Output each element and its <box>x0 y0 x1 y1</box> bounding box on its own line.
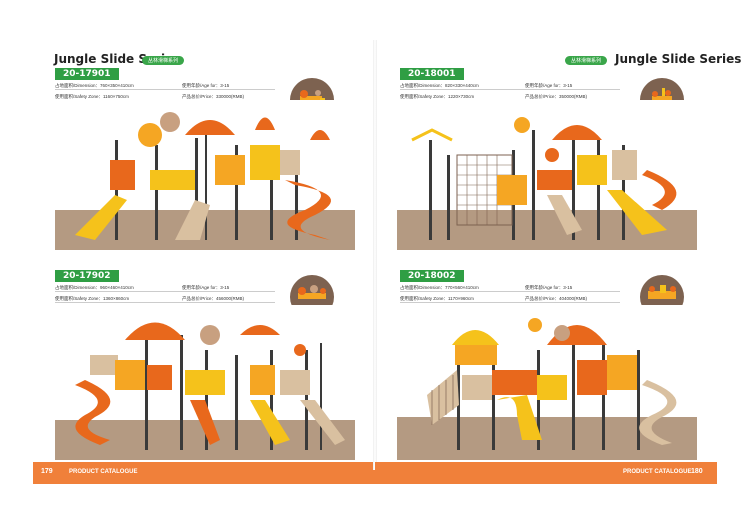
product-code: 20-17902 <box>55 270 119 282</box>
footer-bar: PRODUCT CATALOGUE 180 <box>375 462 717 484</box>
info-row <box>55 82 275 90</box>
product-age: 使用年龄/Age for：3-15 <box>525 285 573 290</box>
product-dimension: 占地面积/Dimension：960×460×410cm <box>55 285 134 290</box>
product-code: 20-17901 <box>55 68 119 80</box>
product-price: 产品总价/Price：404000(RMB) <box>525 296 588 301</box>
product-price: 产品总价/Price：330000(RMB) <box>182 94 245 99</box>
page-gutter <box>373 40 377 470</box>
footer-bar: 179 PRODUCT CATALOGUE <box>33 462 375 484</box>
product-dimension: 占地面积/Dimension：770×560×410cm <box>400 285 479 290</box>
info-row <box>400 284 620 292</box>
page-number: 180 <box>691 468 703 475</box>
product-image <box>55 305 355 460</box>
product-dimension: 占地面积/Dimension：820×330×440cm <box>400 83 479 88</box>
right-page: 丛林滑梯系列 Jungle Slide Series 20-18001 占地面积… <box>375 0 750 530</box>
page-number: 179 <box>41 468 53 475</box>
product-age: 使用年龄/Age for：3-15 <box>525 83 573 88</box>
info-row <box>400 295 620 303</box>
footer-label: PRODUCT CATALOGUE <box>69 469 138 475</box>
product-price: 产品总价/Price：350000(RMB) <box>525 94 588 99</box>
product-image <box>397 100 697 250</box>
info-row <box>55 284 275 292</box>
product-age: 使用年龄/Age for：3-15 <box>182 83 230 88</box>
info-row <box>400 82 620 90</box>
series-badge: 丛林滑梯系列 <box>565 56 608 65</box>
product-dimension: 占地面积/Dimension：760×350×410cm <box>55 83 134 88</box>
product-code: 20-18002 <box>400 270 464 282</box>
info-row <box>55 295 275 303</box>
series-title: Jungle Slide Series <box>615 52 742 66</box>
product-safety-zone: 使用面积/Safety Zone：1160×750cm <box>55 94 129 99</box>
left-page: Jungle Slide Series 丛林滑梯系列 20-17901 占地面积… <box>33 52 375 484</box>
product-image <box>397 305 697 460</box>
product-code: 20-18001 <box>400 68 464 80</box>
product-image <box>55 100 355 250</box>
product-age: 使用年龄/Age for：3-15 <box>182 285 230 290</box>
product-price: 产品总价/Price：456000(RMB) <box>182 296 245 301</box>
series-badge: 丛林滑梯系列 <box>142 56 185 65</box>
product-safety-zone: 使用面积/Safety Zone：1360×860cm <box>55 296 130 301</box>
footer-label: PRODUCT CATALOGUE <box>623 469 692 475</box>
product-safety-zone: 使用面积/Safety Zone：1220×730cm <box>400 94 475 99</box>
product-safety-zone: 使用面积/Safety Zone：1170×960cm <box>400 296 474 301</box>
